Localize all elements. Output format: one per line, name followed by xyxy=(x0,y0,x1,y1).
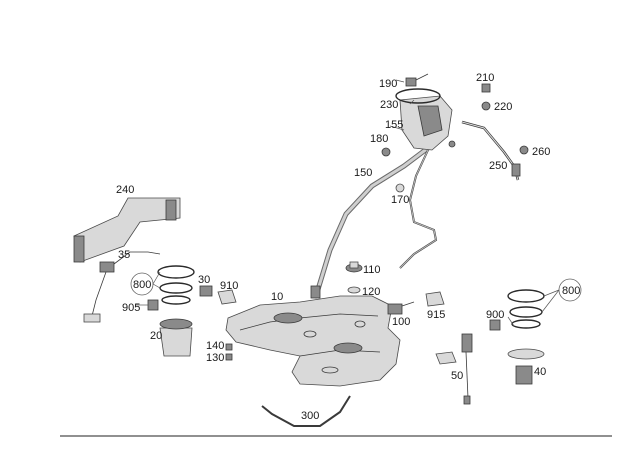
callout-100: 100 xyxy=(392,316,410,328)
callout-910: 910 xyxy=(220,280,238,292)
callout-20: 20 xyxy=(150,330,162,342)
level-sensor-right[interactable] xyxy=(435,333,473,405)
fuel-pump-module-left[interactable] xyxy=(147,265,195,357)
callout-800-left: 800 xyxy=(133,279,151,291)
callout-240: 240 xyxy=(116,184,134,196)
valve-100[interactable] xyxy=(387,301,415,315)
level-sensor[interactable] xyxy=(83,251,161,323)
adapter-910[interactable] xyxy=(217,289,237,305)
fuel-tank[interactable] xyxy=(225,295,401,387)
callout-220: 220 xyxy=(494,101,512,113)
filler-seal-ring[interactable] xyxy=(395,88,441,104)
connector-260[interactable] xyxy=(519,145,529,155)
callout-190: 190 xyxy=(379,78,397,90)
callout-140: 140 xyxy=(206,340,224,352)
heat-shield[interactable] xyxy=(73,197,181,263)
callout-120: 120 xyxy=(362,286,380,298)
pump-connector-30[interactable] xyxy=(199,285,213,297)
filler-housing[interactable] xyxy=(399,95,456,151)
callout-230: 230 xyxy=(380,99,398,111)
bolt-140[interactable] xyxy=(225,343,233,351)
callout-35: 35 xyxy=(118,249,130,261)
line-250[interactable] xyxy=(461,120,521,181)
filler-neck-tube[interactable] xyxy=(310,145,431,299)
callout-915: 915 xyxy=(427,309,445,321)
seal-120[interactable] xyxy=(347,286,361,294)
callout-900: 900 xyxy=(486,309,504,321)
callout-30: 30 xyxy=(198,274,210,286)
callout-260: 260 xyxy=(532,146,550,158)
nut-220[interactable] xyxy=(481,101,491,111)
callout-300: 300 xyxy=(301,410,319,422)
callout-800-right: 800 xyxy=(562,285,580,297)
callout-150: 150 xyxy=(354,167,372,179)
line-300[interactable] xyxy=(261,395,351,427)
callout-110: 110 xyxy=(363,264,381,276)
callout-40: 40 xyxy=(534,366,546,378)
callout-170: 170 xyxy=(391,194,409,206)
vent-line[interactable] xyxy=(399,149,438,269)
cap-110[interactable] xyxy=(345,261,363,273)
adapter-915[interactable] xyxy=(425,291,445,307)
callout-155: 155 xyxy=(385,119,403,131)
callout-210: 210 xyxy=(476,72,494,84)
fuel-pump-module-right[interactable] xyxy=(489,289,545,385)
nut-130[interactable] xyxy=(225,353,233,361)
callout-50: 50 xyxy=(451,370,463,382)
callout-10: 10 xyxy=(271,291,283,303)
cap-tether[interactable] xyxy=(405,73,429,87)
callout-250: 250 xyxy=(489,160,507,172)
screw-210[interactable] xyxy=(481,83,491,93)
callout-130: 130 xyxy=(206,352,224,364)
callout-180: 180 xyxy=(370,133,388,145)
grommet-170[interactable] xyxy=(395,183,405,193)
callout-905: 905 xyxy=(122,302,140,314)
clip-180[interactable] xyxy=(381,147,391,157)
